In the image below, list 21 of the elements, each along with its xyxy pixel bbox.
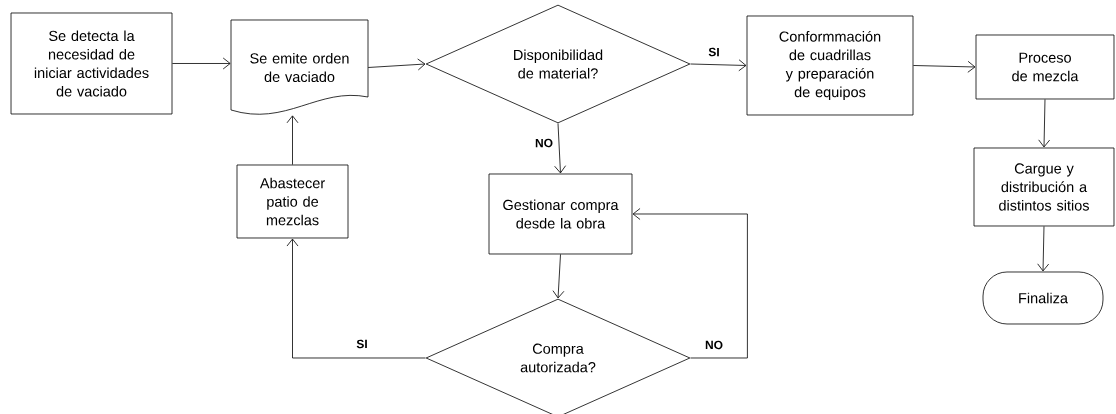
edge-label: NO: [534, 137, 554, 149]
process-box: Abastecer patio de mezclas: [236, 164, 349, 239]
process-box: Se detecta la necesidad de iniciar actividades de vaciado: [10, 12, 173, 115]
arrow: [690, 59, 747, 72]
edge-label: NO: [704, 339, 724, 351]
process-box: Cargue y distribución a distintos sitios: [973, 147, 1115, 227]
arrow: [172, 57, 231, 70]
process-box: Proceso de mezcla: [975, 34, 1115, 100]
edge-label: SI: [355, 338, 369, 350]
arrow: [632, 208, 748, 359]
arrow: [286, 115, 299, 165]
arrow: [1037, 226, 1050, 272]
process-box: Conformmación de cuadrillas y preparación de equipos: [746, 15, 914, 116]
arrow: [554, 123, 566, 174]
arrow: [367, 58, 426, 71]
edge-label: SI: [707, 46, 721, 58]
arrow: [913, 60, 976, 73]
process-box: Gestionar compra desde la obra: [488, 173, 633, 255]
arrow: [286, 238, 426, 359]
arrow: [1038, 99, 1051, 148]
arrow: [552, 254, 565, 299]
